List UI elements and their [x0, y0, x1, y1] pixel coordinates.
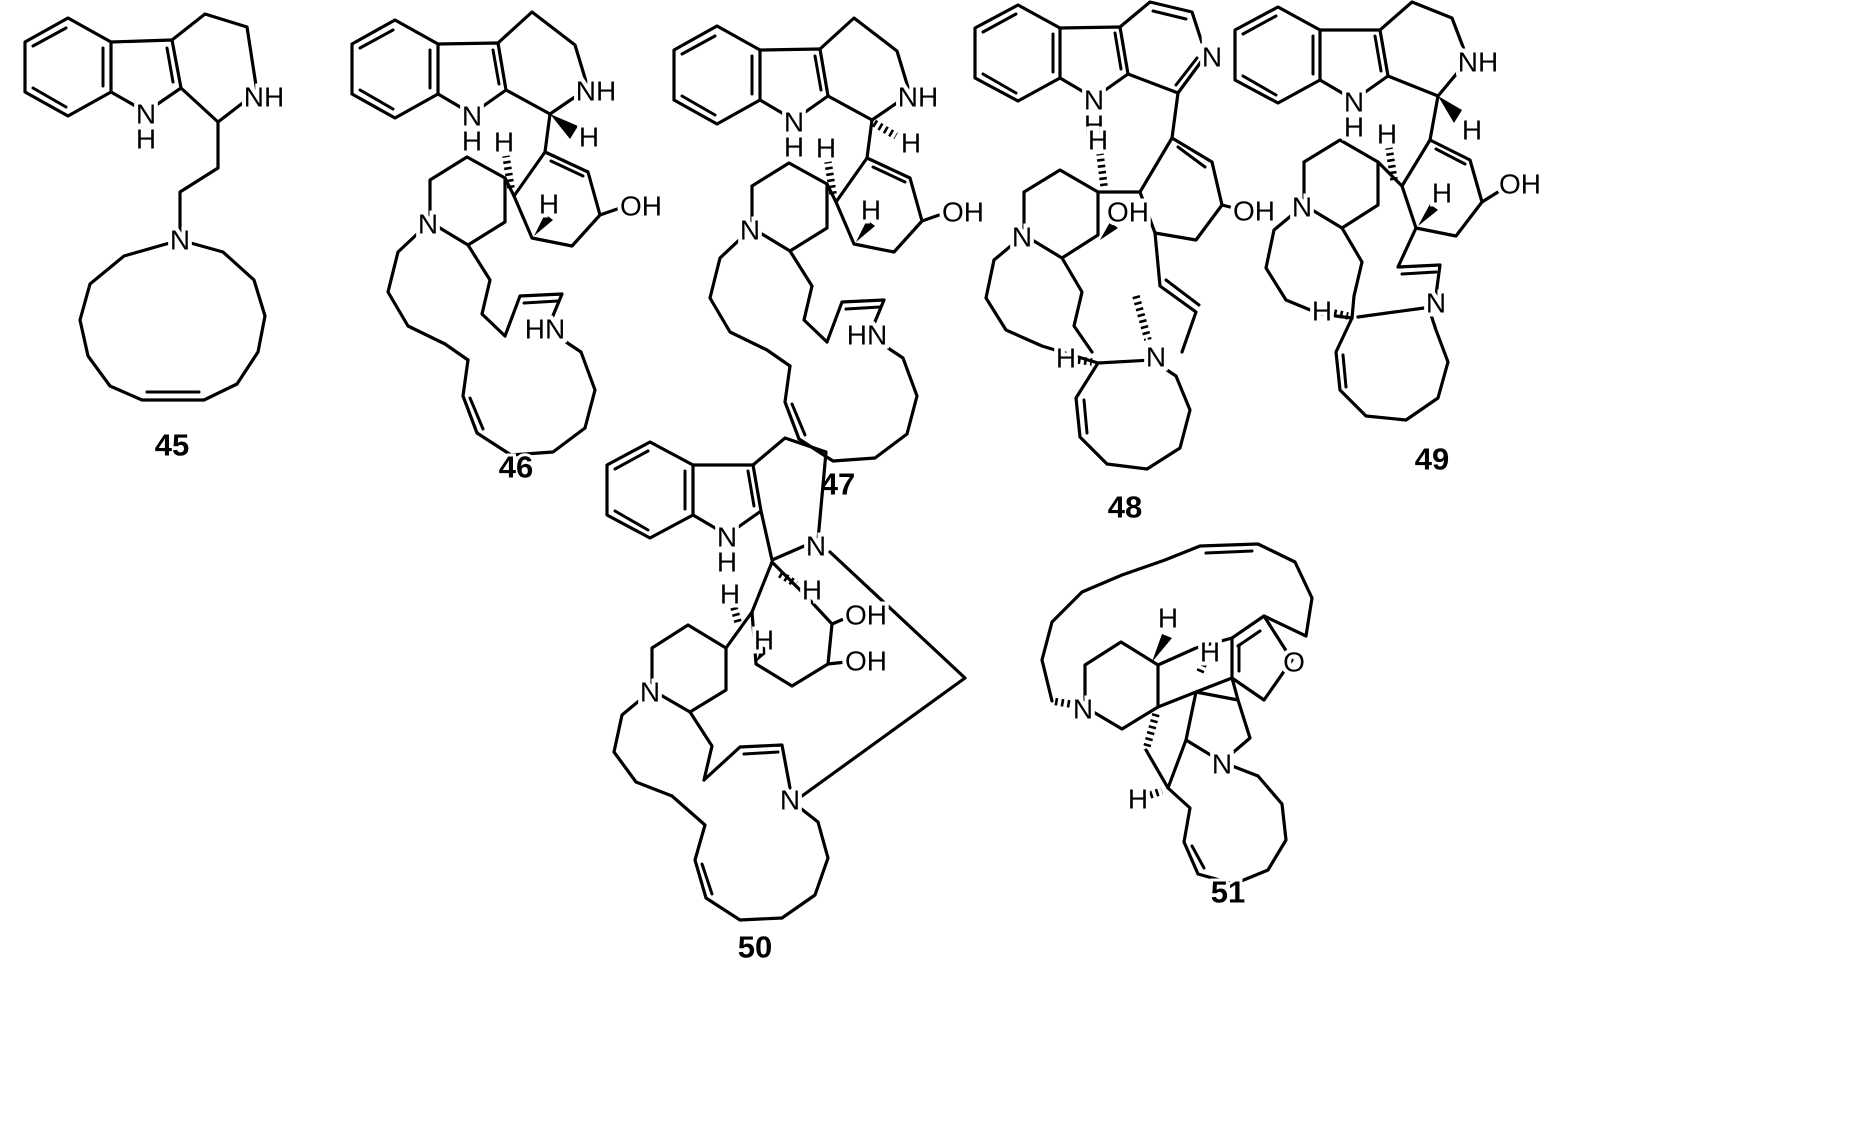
m48-number: 48	[1108, 490, 1142, 525]
m50-oh-upper-label: OH	[845, 600, 887, 631]
m45-indole-h-label: H	[136, 124, 156, 155]
m46-center-h-label: H	[539, 189, 559, 220]
m51-bottom-h-label: H	[1128, 784, 1148, 815]
m48-indole-h-label: H	[1084, 110, 1104, 141]
m45-amine-n-label: N	[170, 225, 190, 256]
m50-bottom-n-label: N	[780, 785, 800, 816]
m50-amine-n-label: N	[640, 677, 660, 708]
m49-bottom-n-label: N	[1426, 288, 1446, 319]
molecule-48: N H N H OH OH N H N 48	[973, 0, 1279, 528]
m50-oh-lower-label: OH	[845, 646, 887, 677]
m47-oh-label: OH	[942, 197, 984, 228]
molecule-47: N H NH H H H OH N HN 47	[672, 16, 988, 505]
molecule-49: N H NH H H H OH N H N 49	[1233, 0, 1545, 480]
m46-number: 46	[499, 450, 533, 485]
m46-indole-h-label: H	[462, 126, 482, 157]
molecule-46: N H NH H H H OH N HN 46	[350, 10, 666, 488]
m45-ring-nh-label: NH	[244, 82, 284, 113]
m48-bottom-h-label: H	[1056, 343, 1076, 374]
m49-c1-h-label: H	[1462, 115, 1482, 146]
m49-number: 49	[1415, 442, 1449, 477]
m51-top-h-label: H	[1158, 603, 1178, 634]
m51-center-h-label: H	[1200, 637, 1220, 668]
m49-skeleton	[1233, 0, 1500, 422]
m46-top-h-label: H	[494, 127, 514, 158]
m48-oh-left-label: OH	[1107, 197, 1149, 228]
m47-indole-n-label: N	[784, 107, 804, 138]
m47-top-h-label: H	[816, 133, 836, 164]
m46-c1-h-label: H	[579, 122, 599, 153]
m46-skeleton	[350, 10, 622, 457]
m49-bottom-h-label: H	[1312, 296, 1332, 327]
m47-center-h-label: H	[861, 195, 881, 226]
m48-bottom-n-label: N	[1146, 342, 1166, 373]
m50-top-h-label: H	[720, 579, 740, 610]
m50-c1-h-label: H	[802, 575, 822, 606]
m49-oh-label: OH	[1499, 169, 1541, 200]
m47-skeleton	[672, 16, 944, 463]
m51-pyrrolidine-n-label: N	[1212, 749, 1232, 780]
m50-center-h-label: H	[754, 625, 774, 656]
m50-skeleton	[605, 436, 967, 922]
m48-pyridine-n-label: N	[1202, 42, 1222, 73]
m47-indole-h-label: H	[784, 132, 804, 163]
m47-c1-h-label: H	[901, 128, 921, 159]
m48-indole-n-label: N	[1084, 85, 1104, 116]
m50-top-ring-n-label: N	[806, 531, 826, 562]
m48-top-h-label: H	[1088, 125, 1108, 156]
m47-amine-n-label: N	[740, 215, 760, 246]
m47-ring-nh-label: NH	[898, 82, 938, 113]
m45-indole-n-label: N	[136, 99, 156, 130]
m51-ring-n-label: N	[1073, 694, 1093, 725]
m45-number: 45	[155, 428, 189, 463]
m49-top-h-label: H	[1377, 119, 1397, 150]
m48-oh-right-label: OH	[1233, 196, 1275, 227]
m48-skeleton	[973, 0, 1236, 471]
m46-oh-label: OH	[620, 191, 662, 222]
m46-indole-n-label: N	[462, 101, 482, 132]
m45-skeleton	[23, 12, 267, 402]
m49-center-h-label: H	[1432, 178, 1452, 209]
m48-amine-n-label: N	[1012, 222, 1032, 253]
m49-indole-h-label: H	[1344, 112, 1364, 143]
m49-amine-n-label: N	[1292, 192, 1312, 223]
m51-furan-o-label: O	[1283, 647, 1305, 678]
m47-number: 47	[821, 467, 855, 502]
m51-number: 51	[1211, 875, 1245, 910]
m47-macro-hn-label: HN	[847, 320, 887, 351]
m46-amine-n-label: N	[418, 209, 438, 240]
m49-ring-nh-label: NH	[1458, 47, 1498, 78]
m50-indole-h-label: H	[717, 547, 737, 578]
m50-indole-n-label: N	[717, 522, 737, 553]
m46-macro-hn-label: HN	[525, 314, 565, 345]
molecule-45: N H NH N 45	[23, 12, 288, 466]
m46-ring-nh-label: NH	[576, 76, 616, 107]
m49-indole-n-label: N	[1344, 87, 1364, 118]
molecule-50: N H N H H H OH OH N N 50	[605, 436, 967, 968]
m51-skeleton	[1040, 542, 1314, 886]
m50-number: 50	[738, 930, 772, 965]
molecule-51: N H H O N H 51	[1040, 542, 1314, 913]
